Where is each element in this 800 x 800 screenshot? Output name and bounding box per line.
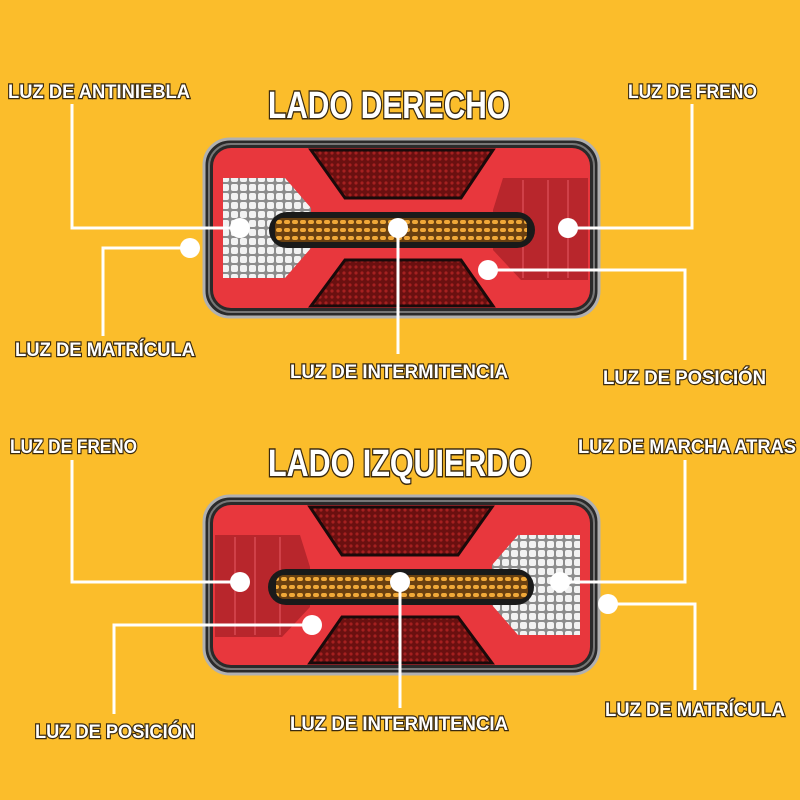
label-position: LUZ DE POSICIÓN [35, 721, 195, 743]
callout-brake-left: LUZ DE FRENO [9, 436, 250, 592]
callout-indicator-left: LUZ DE INTERMITENCIA [289, 572, 509, 736]
label-reverse-light: LUZ DE MARCHA ATRAS [578, 437, 796, 458]
callout-position-left: LUZ DE POSICIÓN [34, 615, 322, 744]
label-indicator: LUZ DE INTERMITENCIA [290, 714, 508, 735]
callout-fog-light: LUZ DE ANTINIEBLA [7, 81, 250, 238]
label-indicator: LUZ DE INTERMITENCIA [290, 362, 508, 383]
callout-position-right: LUZ DE POSICIÓN [478, 260, 767, 390]
right-side-title: LADO DERECHO [268, 85, 510, 127]
callout-plate-light-left: LUZ DE MATRÍCULA [598, 594, 786, 722]
callout-brake-right: LUZ DE FRENO [558, 81, 758, 238]
callout-indicator-right: LUZ DE INTERMITENCIA [289, 218, 509, 384]
label-fog-light: LUZ DE ANTINIEBLA [8, 82, 190, 103]
label-plate-light: LUZ DE MATRÍCULA [605, 699, 785, 721]
callout-reverse-light: LUZ DE MARCHA ATRAS [550, 436, 797, 592]
left-side-title: LADO IZQUIERDO [268, 443, 532, 485]
callout-plate-light-right: LUZ DE MATRÍCULA [14, 238, 200, 362]
label-plate-light: LUZ DE MATRÍCULA [15, 339, 195, 361]
label-position: LUZ DE POSICIÓN [603, 367, 766, 389]
label-brake: LUZ DE FRENO [628, 82, 757, 103]
label-brake: LUZ DE FRENO [10, 437, 137, 458]
